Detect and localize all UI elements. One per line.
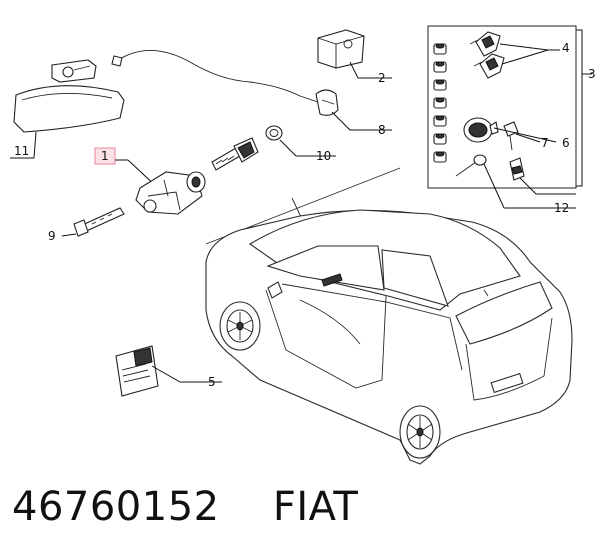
part-11-door-handle: 11 [10,59,125,159]
front-wheel [219,301,261,351]
part-5-code-card: 5 [115,345,222,397]
pin-cylinders [433,43,447,163]
callout-2: 2 [378,71,386,85]
callout-6: 6 [562,136,570,150]
car-illustration [205,167,573,465]
rear-wheel [399,405,441,459]
callout-1: 1 [101,149,109,163]
callout-8: 8 [378,123,386,137]
part-9-bolt: 9 [48,207,125,243]
door-handle-highlight [321,273,343,287]
remote-keys: 4 [469,31,570,79]
part-10-washer: 10 [265,125,336,163]
callout-11: 11 [14,144,29,158]
part-key [211,137,259,171]
part-number: 46760152 [12,484,220,530]
caption: 46760152 FIAT [12,484,358,530]
highlight-box [94,147,116,165]
part-2-cap: 2 [317,29,392,85]
callout-5: 5 [208,375,216,389]
transponder-disc [463,117,499,143]
callout-7: 7 [541,136,549,150]
callout-4: 4 [562,41,570,55]
callout-12: 12 [554,201,569,215]
callout-9: 9 [48,229,56,243]
part-1-lock-cylinder: 1 [94,147,206,215]
pick-tool [455,154,487,177]
small-key [503,121,519,151]
part-8-cable: 8 [111,50,392,137]
callout-3: 3 [588,67,596,81]
brand-name: FIAT [272,484,359,530]
kit-frame [427,25,577,189]
kit-box: 3 4 [427,25,596,215]
callout-10: 10 [316,149,331,163]
connector [509,157,525,181]
